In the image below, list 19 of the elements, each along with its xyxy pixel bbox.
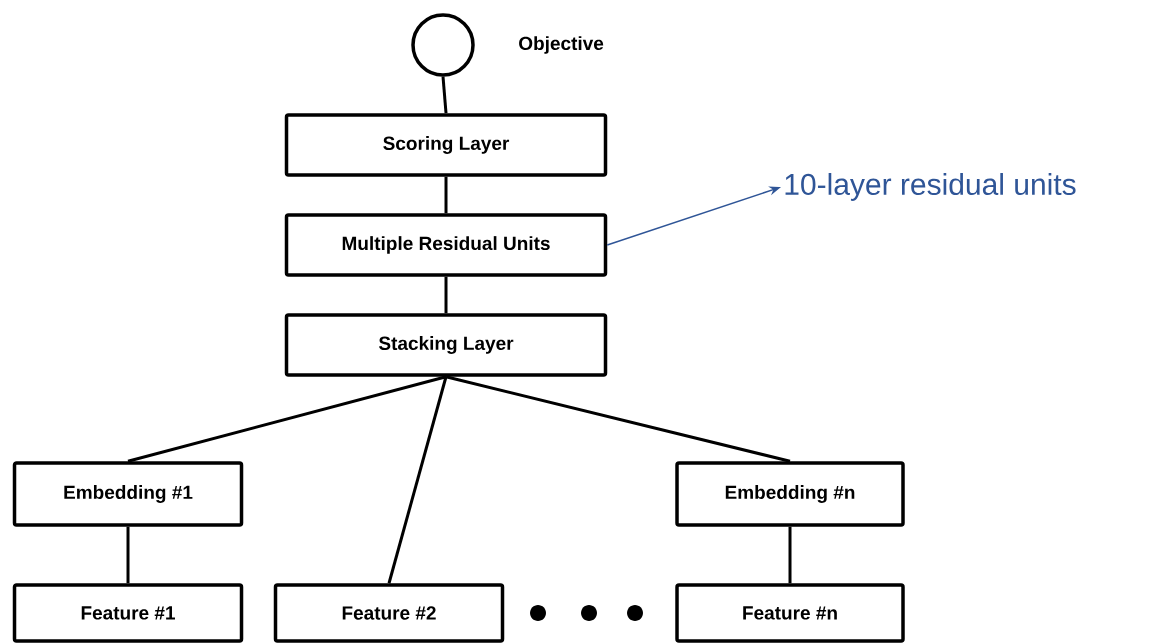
layer-box: Feature #1 [12, 583, 244, 643]
layer-box: Feature #2 [273, 583, 505, 643]
layer-box: Feature #n [675, 583, 905, 643]
layer-box: Embedding #1 [12, 461, 244, 527]
circle [411, 13, 475, 77]
layer-box: Stacking Layer [284, 313, 608, 377]
connector-line [126, 526, 130, 584]
layer-box: Embedding #n [675, 461, 905, 527]
connector-line [441, 76, 448, 114]
layer-box: Multiple Residual Units [284, 213, 608, 277]
caption-text: Objective [519, 36, 604, 54]
connector-line [444, 276, 448, 314]
connector-line [444, 176, 448, 214]
connector-line [445, 375, 791, 463]
connector-line [127, 375, 447, 463]
connector-line [387, 376, 448, 584]
annotation-text: 10-layer residual units [785, 173, 1076, 201]
layer-box: Scoring Layer [284, 113, 608, 177]
connector-line [788, 526, 792, 584]
